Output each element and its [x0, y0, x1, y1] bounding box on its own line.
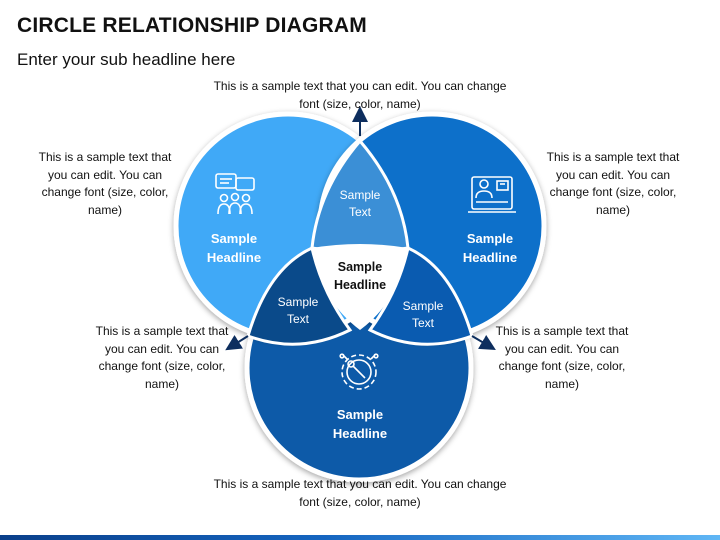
right-petal-text-2: Text: [412, 316, 435, 330]
arrow-right: [471, 335, 496, 351]
description-bottom: This is a sample text that you can edit.…: [213, 477, 507, 509]
online-teaching-icon: [468, 176, 516, 213]
right-circle-headline-2: Headline: [463, 250, 517, 265]
top-petal-text: Sample: [340, 188, 381, 202]
description-top: This is a sample text that you can edit.…: [213, 79, 507, 111]
left-petal-text-2: Text: [287, 312, 310, 326]
center-headline-2: Headline: [334, 278, 386, 292]
left-petal-text: Sample: [278, 295, 319, 309]
page-subtitle: Enter your sub headline here: [17, 50, 236, 69]
right-circle-headline: Sample: [467, 231, 513, 246]
description-upper-left: This is a sample text that you can edit.…: [38, 150, 172, 217]
bottom-circle-headline-2: Headline: [333, 426, 387, 441]
gear-wrench-icon: [339, 353, 379, 390]
left-circle-headline-2: Headline: [207, 250, 261, 265]
left-circle-headline: Sample: [211, 231, 257, 246]
bottom-circle-headline: Sample: [337, 407, 383, 422]
right-petal-text: Sample: [403, 299, 444, 313]
people-chat-icon: [215, 173, 255, 215]
center-headline: Sample: [338, 260, 383, 274]
description-upper-right: This is a sample text that you can edit.…: [546, 150, 680, 217]
description-lower-right: This is a sample text that you can edit.…: [495, 324, 629, 391]
top-petal-text-2: Text: [349, 205, 372, 219]
center-region: [312, 244, 408, 330]
arrow-left: [225, 334, 249, 351]
footer-accent-bar: [0, 535, 720, 540]
description-lower-left: This is a sample text that you can edit.…: [95, 324, 229, 391]
page-title: CIRCLE RELATIONSHIP DIAGRAM: [17, 14, 367, 37]
